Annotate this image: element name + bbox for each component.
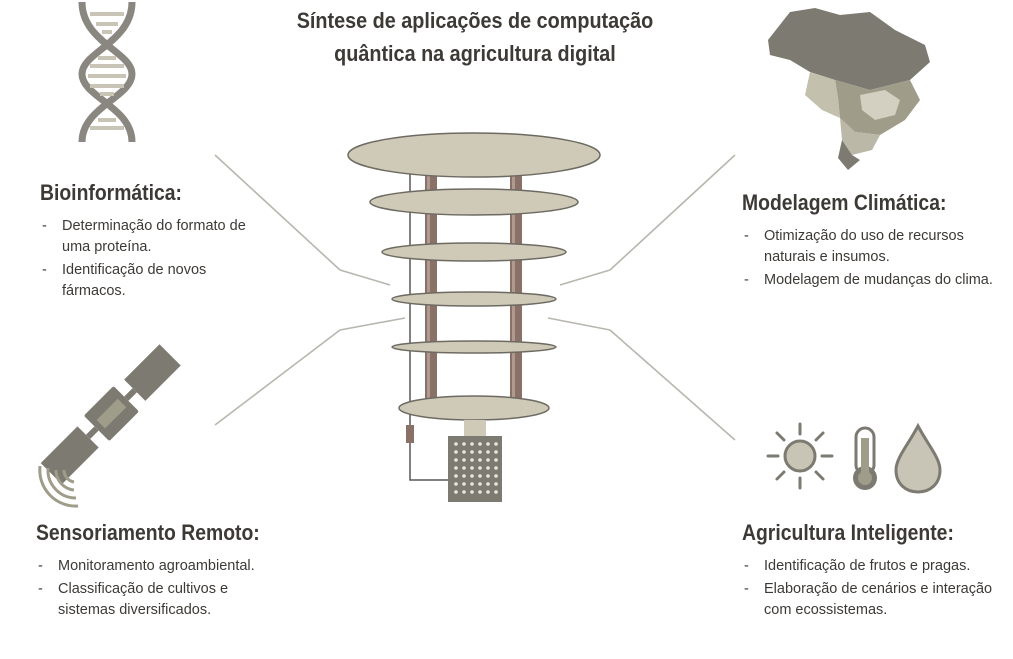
connector-line-sens-end [339, 317, 406, 331]
connector-line-bio-end [339, 269, 391, 286]
bullet-item: Otimização do uso de recursos naturais e… [742, 226, 1009, 268]
disk-3 [381, 242, 567, 262]
connector-line-agri [609, 329, 736, 441]
title-line-1: Síntese de aplicações de computação [296, 8, 654, 33]
connector-line-agri-end [547, 317, 611, 331]
signal-waves-icon [38, 465, 79, 508]
top-disk [347, 132, 601, 178]
disk-4 [391, 291, 557, 307]
section-heading: Bioinformática: [40, 180, 182, 205]
disk-2 [369, 188, 579, 216]
sun-icon [766, 422, 834, 490]
connector-line-bio [214, 154, 341, 271]
bullet-item: Identificação de novos fármacos. [40, 260, 242, 302]
bullet-list: Otimização do uso de recursos naturais e… [742, 226, 1012, 291]
connector-line-clima [609, 154, 736, 271]
bullet-item: Classificação de cultivos e sistemas div… [36, 579, 288, 621]
thermometer-icon [853, 426, 877, 490]
section-sensoriamento-remoto: Sensoriamento Remoto: Monitoramento agro… [36, 520, 336, 623]
section-bioinformatica: Bioinformática: Determinação do formato … [40, 180, 280, 304]
satellite-icon [40, 344, 181, 485]
connector-line-sens [214, 329, 341, 426]
bullet-item: Determinação do formato de uma proteína. [40, 216, 262, 258]
bullet-list: Identificação de frutos e pragas. Elabor… [742, 556, 1012, 621]
bullet-item: Elaboração de cenários e interação com e… [742, 579, 1009, 621]
section-heading: Sensoriamento Remoto: [36, 520, 260, 545]
page-title: Síntese de aplicações de computação quân… [255, 4, 696, 70]
bullet-item: Modelagem de mudanças do clima. [742, 270, 1004, 291]
quantum-computer-icon [347, 132, 601, 502]
connector-line-clima-end [559, 269, 611, 286]
connector-lines [214, 154, 736, 441]
water-drop-icon [894, 422, 942, 494]
bullet-list: Monitoramento agroambiental. Classificaç… [36, 556, 336, 621]
bottom-disk [398, 395, 550, 421]
bullet-item: Identificação de frutos e pragas. [742, 556, 1013, 577]
title-line-2: quântica na agricultura digital [334, 41, 616, 66]
section-modelagem-climatica: Modelagem Climática: Otimização do uso d… [742, 190, 1012, 293]
dna-icon [78, 1, 136, 143]
section-heading: Modelagem Climática: [742, 190, 947, 215]
section-agricultura-inteligente: Agricultura Inteligente: Identificação d… [742, 520, 1012, 623]
bullet-list: Determinação do formato de uma proteína.… [40, 216, 280, 302]
disk-5 [391, 340, 557, 354]
brazil-map-icon [768, 8, 930, 170]
section-heading: Agricultura Inteligente: [742, 520, 954, 545]
bullet-item: Monitoramento agroambiental. [36, 556, 338, 577]
